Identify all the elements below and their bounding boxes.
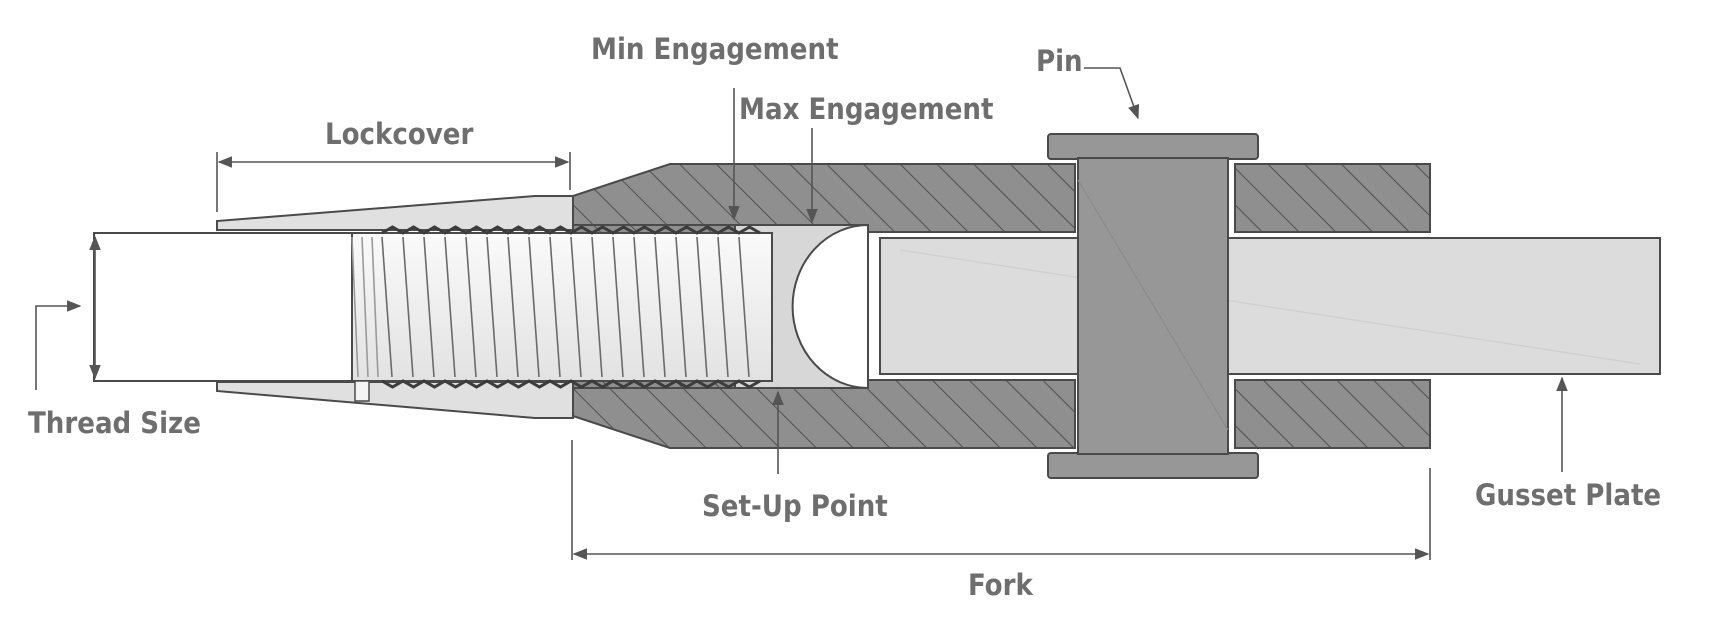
thread-crest: [402, 236, 414, 378]
thread-crest: [612, 236, 624, 378]
thread-crest: [738, 236, 750, 378]
thread-crest: [528, 236, 540, 378]
thread-size-dimension: [35, 235, 101, 390]
fork-dimension: [571, 440, 1431, 560]
lockcover-label: Lockcover: [325, 117, 473, 151]
thread-crest: [444, 236, 456, 378]
threaded-rod: [93, 225, 773, 402]
thread-crest: [675, 236, 687, 378]
thread-crest: [486, 236, 498, 378]
thread-crest: [717, 236, 729, 378]
gusset-plate-label: Gusset Plate: [1475, 478, 1661, 512]
gusset-plate: [879, 237, 1661, 375]
thread-crest: [465, 236, 477, 378]
lockcover: [216, 195, 574, 419]
pin: [1047, 133, 1259, 479]
thread-crest: [507, 236, 519, 378]
pin-leader: [1084, 67, 1140, 120]
fork-label: Fork: [968, 568, 1033, 602]
thread-crest: [696, 236, 708, 378]
thread-crest: [654, 236, 666, 378]
lockcover-dimension: [216, 152, 571, 212]
thread-crest: [381, 236, 393, 378]
thread-crest: [549, 236, 561, 378]
set-up-point-label: Set-Up Point: [702, 489, 888, 523]
thread-crest: [361, 236, 369, 378]
thread-crest: [351, 236, 359, 378]
max-engagement-label: Max Engagement: [739, 92, 993, 126]
min-engagement-label: Min Engagement: [591, 32, 839, 66]
thread-crest: [371, 236, 379, 378]
thread-crest: [423, 236, 435, 378]
thread-crest: [633, 236, 645, 378]
pin-label: Pin: [1036, 44, 1083, 78]
thread-size-label: Thread Size: [28, 406, 201, 440]
thread-crest: [591, 236, 603, 378]
thread-crest: [570, 236, 582, 378]
